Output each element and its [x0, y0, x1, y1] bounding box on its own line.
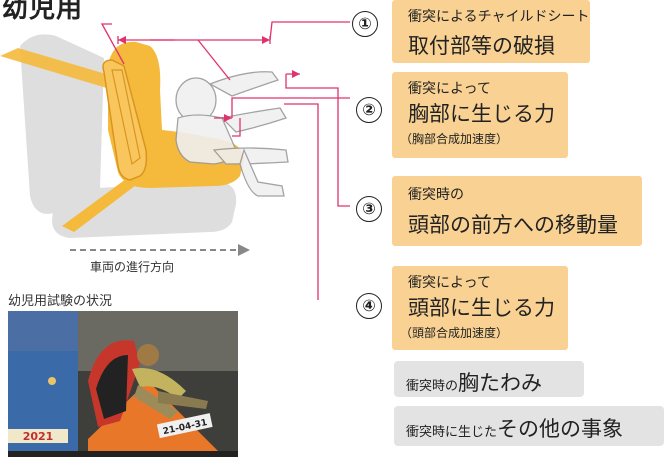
number-3-badge: ③ — [356, 196, 382, 222]
photo-label: 幼児用試験の状況 — [8, 294, 113, 309]
extra-1-large: 胸たわみ — [458, 371, 543, 395]
extra-1-text: 衝突時の胸たわみ — [406, 367, 542, 397]
item-1-box: 衝突によるチャイルドシート 取付部等の破損 — [392, 0, 590, 63]
direction-arrowhead — [238, 244, 250, 256]
arrowheads — [118, 36, 300, 122]
item-4-box: 衝突によって 頭部に生じる力 （頭部合成加速度） — [392, 266, 568, 350]
item-3-box: 衝突時の 頭部の前方への移動量 — [392, 176, 642, 246]
number-4-badge: ④ — [356, 293, 382, 319]
page-heading: 幼児用 — [2, 0, 84, 24]
child-seat-illustration — [0, 21, 350, 300]
vehicle-seat-cushion — [52, 182, 237, 238]
extra-2-small: 衝突時に生じた — [406, 425, 498, 440]
item-2-small: 衝突によって — [408, 81, 491, 97]
extra-1-small: 衝突時の — [406, 379, 459, 394]
item-2-box: 衝突によって 胸部に生じる力 （胸部合成加速度） — [392, 72, 568, 158]
item-1-large: 取付部等の破損 — [408, 34, 555, 58]
extra-2-text: 衝突時に生じたその他の事象 — [406, 413, 623, 443]
item-3-small: 衝突時の — [408, 187, 464, 203]
test-photo: 2021 21-04-31 — [8, 311, 238, 457]
dummy — [175, 71, 289, 197]
item-2-paren: （胸部合成加速度） — [400, 132, 509, 146]
direction-label: 車両の進行方向 — [90, 260, 175, 274]
number-1-badge: ① — [352, 11, 378, 37]
extra-2-large: その他の事象 — [497, 417, 624, 441]
item-4-large: 頭部に生じる力 — [408, 296, 555, 320]
seat-belt-lower — [62, 176, 140, 232]
item-4-paren: （頭部合成加速度） — [400, 326, 509, 340]
number-2-badge: ② — [356, 97, 382, 123]
photo-number-text: 2021 — [23, 430, 54, 443]
item-3-large: 頭部の前方への移動量 — [408, 213, 618, 237]
child-seat-side-wing — [102, 59, 148, 181]
extra-2-box: 衝突時に生じたその他の事象 — [394, 406, 664, 446]
item-4-small: 衝突によって — [408, 275, 491, 291]
item-1-small: 衝突によるチャイルドシート — [408, 9, 590, 25]
extra-1-box: 衝突時の胸たわみ — [394, 361, 584, 397]
item-2-large: 胸部に生じる力 — [408, 102, 555, 126]
